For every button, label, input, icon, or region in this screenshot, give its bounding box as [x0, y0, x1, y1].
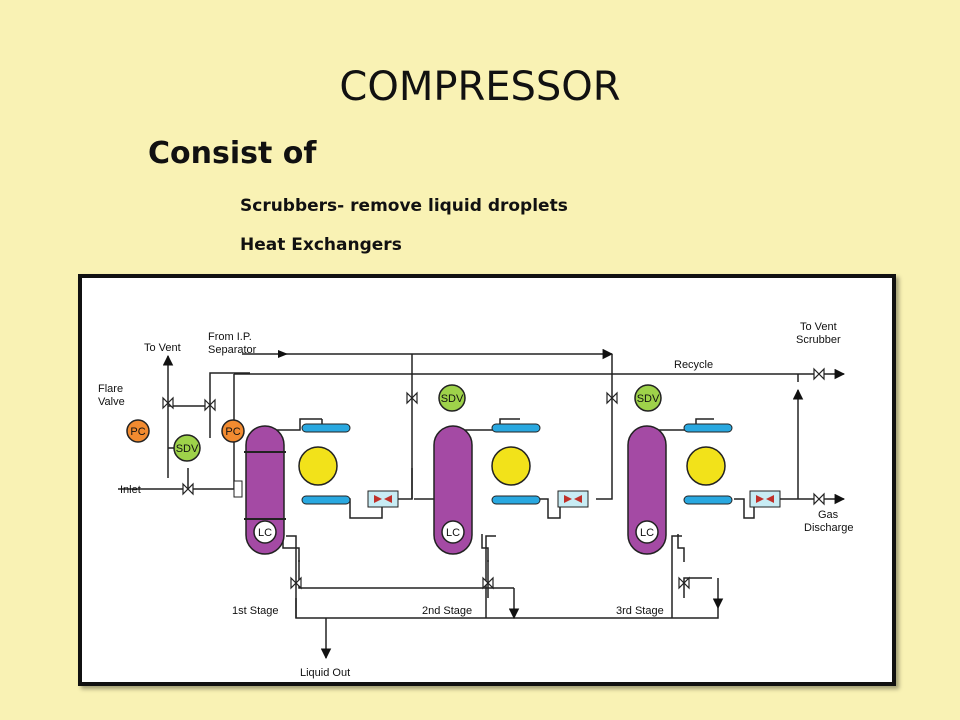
compressor-process-diagram: LC LC LC [98, 321, 854, 679]
label-gas-discharge-2: Discharge [804, 522, 854, 534]
vent-valve-icon [813, 367, 825, 381]
inlet-strainer [233, 480, 243, 498]
sdv-valve-3-icon [606, 391, 618, 405]
scrubber-3rd-stage [627, 425, 667, 555]
drain-valve-3-icon [678, 576, 690, 590]
label-inlet: Inlet [120, 484, 141, 496]
label-recycle: Recycle [674, 359, 713, 371]
valves [162, 367, 825, 590]
svg-text:LC: LC [258, 527, 272, 539]
compressor-3rd-stage [683, 423, 733, 505]
sdv-stage-3: SDV [634, 384, 662, 412]
label-gas-discharge-1: Gas [818, 509, 839, 521]
sdv-inlet: SDV [173, 434, 201, 462]
bullet-scrubbers: Scrubbers- remove liquid droplets [240, 196, 568, 216]
label-liquid-out: Liquid Out [300, 667, 350, 679]
svg-text:PC: PC [225, 426, 240, 438]
pc-inlet: PC [221, 419, 245, 443]
label-3rd-stage: 3rd Stage [616, 605, 664, 617]
label-to-vent: To Vent [144, 342, 181, 354]
process-diagram-frame: LC LC LC [78, 274, 896, 686]
svg-text:LC: LC [640, 527, 654, 539]
sdv-stage-2: SDV [438, 384, 466, 412]
svg-text:SDV: SDV [637, 393, 660, 405]
heat-exchanger-1 [367, 490, 399, 508]
heat-exchanger-2 [557, 490, 589, 508]
compressor-2nd-stage [491, 423, 541, 505]
label-flare-valve-2: Valve [98, 396, 125, 408]
label-from-ip-separator-2: Separator [208, 344, 257, 356]
flare-valve-icon [162, 396, 174, 410]
lc-1: LC [253, 520, 277, 544]
svg-text:LC: LC [446, 527, 460, 539]
heat-exchanger-3 [749, 490, 781, 508]
label-to-vent-scrubber-2: Scrubber [796, 334, 841, 346]
label-from-ip-separator-1: From I.P. [208, 331, 252, 343]
svg-text:SDV: SDV [441, 393, 464, 405]
drain-valve-1-icon [290, 576, 302, 590]
svg-text:PC: PC [130, 426, 145, 438]
label-flare-valve-1: Flare [98, 383, 123, 395]
scrubber-1st-stage [244, 425, 286, 555]
lc-3: LC [635, 520, 659, 544]
drain-valve-2-icon [482, 576, 494, 590]
svg-text:SDV: SDV [176, 443, 199, 455]
label-2nd-stage: 2nd Stage [422, 605, 472, 617]
pc-valve-icon [204, 398, 216, 412]
discharge-valve-icon [813, 492, 825, 506]
header-flow-arrows [278, 350, 288, 358]
label-to-vent-scrubber-1: To Vent [800, 321, 837, 333]
lc-2: LC [441, 520, 465, 544]
inlet-valve-icon [182, 482, 194, 496]
scrubber-2nd-stage [433, 425, 473, 555]
label-1st-stage: 1st Stage [232, 605, 278, 617]
sdv-valve-2-icon [406, 391, 418, 405]
compressor-1st-stage [298, 423, 351, 505]
pc-flare: PC [126, 419, 150, 443]
piping [118, 348, 846, 660]
slide-title: COMPRESSOR [339, 64, 621, 110]
bullet-heat-exchangers: Heat Exchangers [240, 235, 402, 255]
slide-subtitle: Consist of [148, 136, 317, 171]
